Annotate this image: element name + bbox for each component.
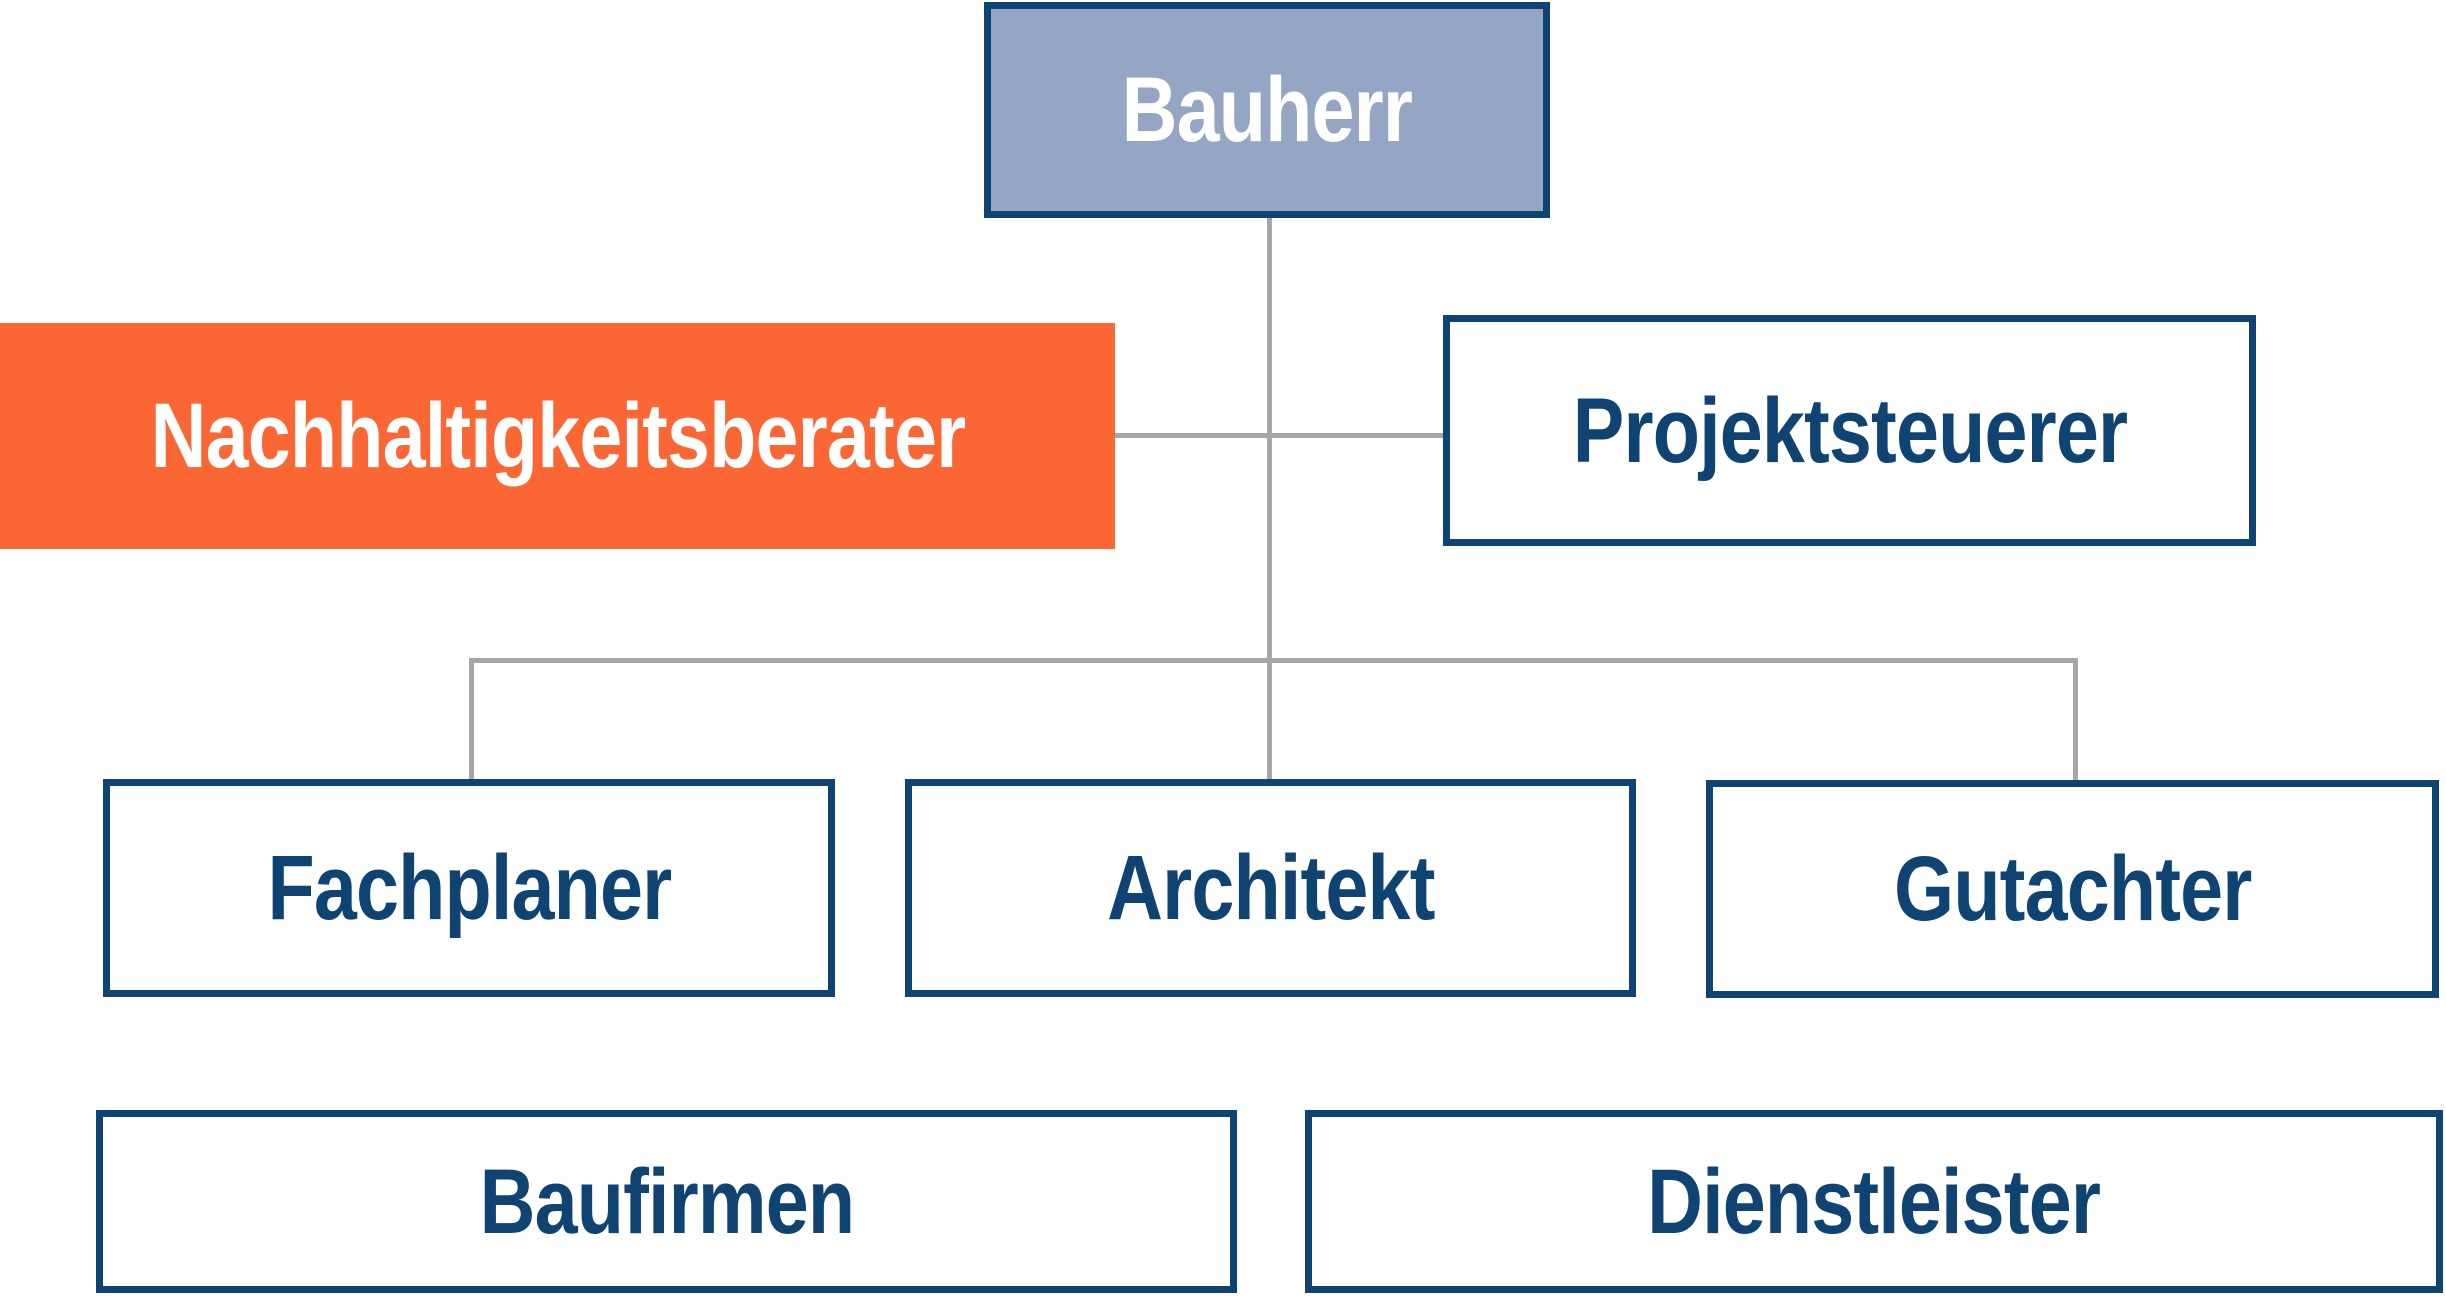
- node-bauherr-label: Bauherr: [1121, 59, 1413, 161]
- node-nachhaltigkeitsberater-label: Nachhaltigkeitsberater: [150, 385, 966, 487]
- node-fachplaner: Fachplaner: [103, 779, 835, 997]
- node-fachplaner-label: Fachplaner: [267, 837, 672, 939]
- node-baufirmen: Baufirmen: [96, 1110, 1237, 1293]
- node-projektsteuerer: Projektsteuerer: [1443, 315, 2256, 546]
- node-dienstleister: Dienstleister: [1305, 1110, 2443, 1293]
- connector-drop-fachplaner: [469, 658, 474, 779]
- node-baufirmen-label: Baufirmen: [479, 1150, 854, 1253]
- node-projektsteuerer-label: Projektsteuerer: [1572, 379, 2127, 482]
- node-bauherr: Bauherr: [984, 2, 1550, 218]
- connector-lateral-advisors: [1115, 433, 1443, 438]
- node-gutachter-label: Gutachter: [1893, 838, 2252, 940]
- connector-distribution-horizontal: [469, 658, 2078, 663]
- node-nachhaltigkeitsberater: Nachhaltigkeitsberater: [0, 323, 1115, 549]
- node-architekt: Architekt: [905, 779, 1636, 997]
- node-dienstleister-label: Dienstleister: [1647, 1150, 2102, 1253]
- connector-drop-gutachter: [2073, 658, 2078, 780]
- node-gutachter: Gutachter: [1706, 780, 2439, 998]
- node-architekt-label: Architekt: [1106, 837, 1435, 939]
- connector-bauherr-vertical: [1267, 218, 1272, 779]
